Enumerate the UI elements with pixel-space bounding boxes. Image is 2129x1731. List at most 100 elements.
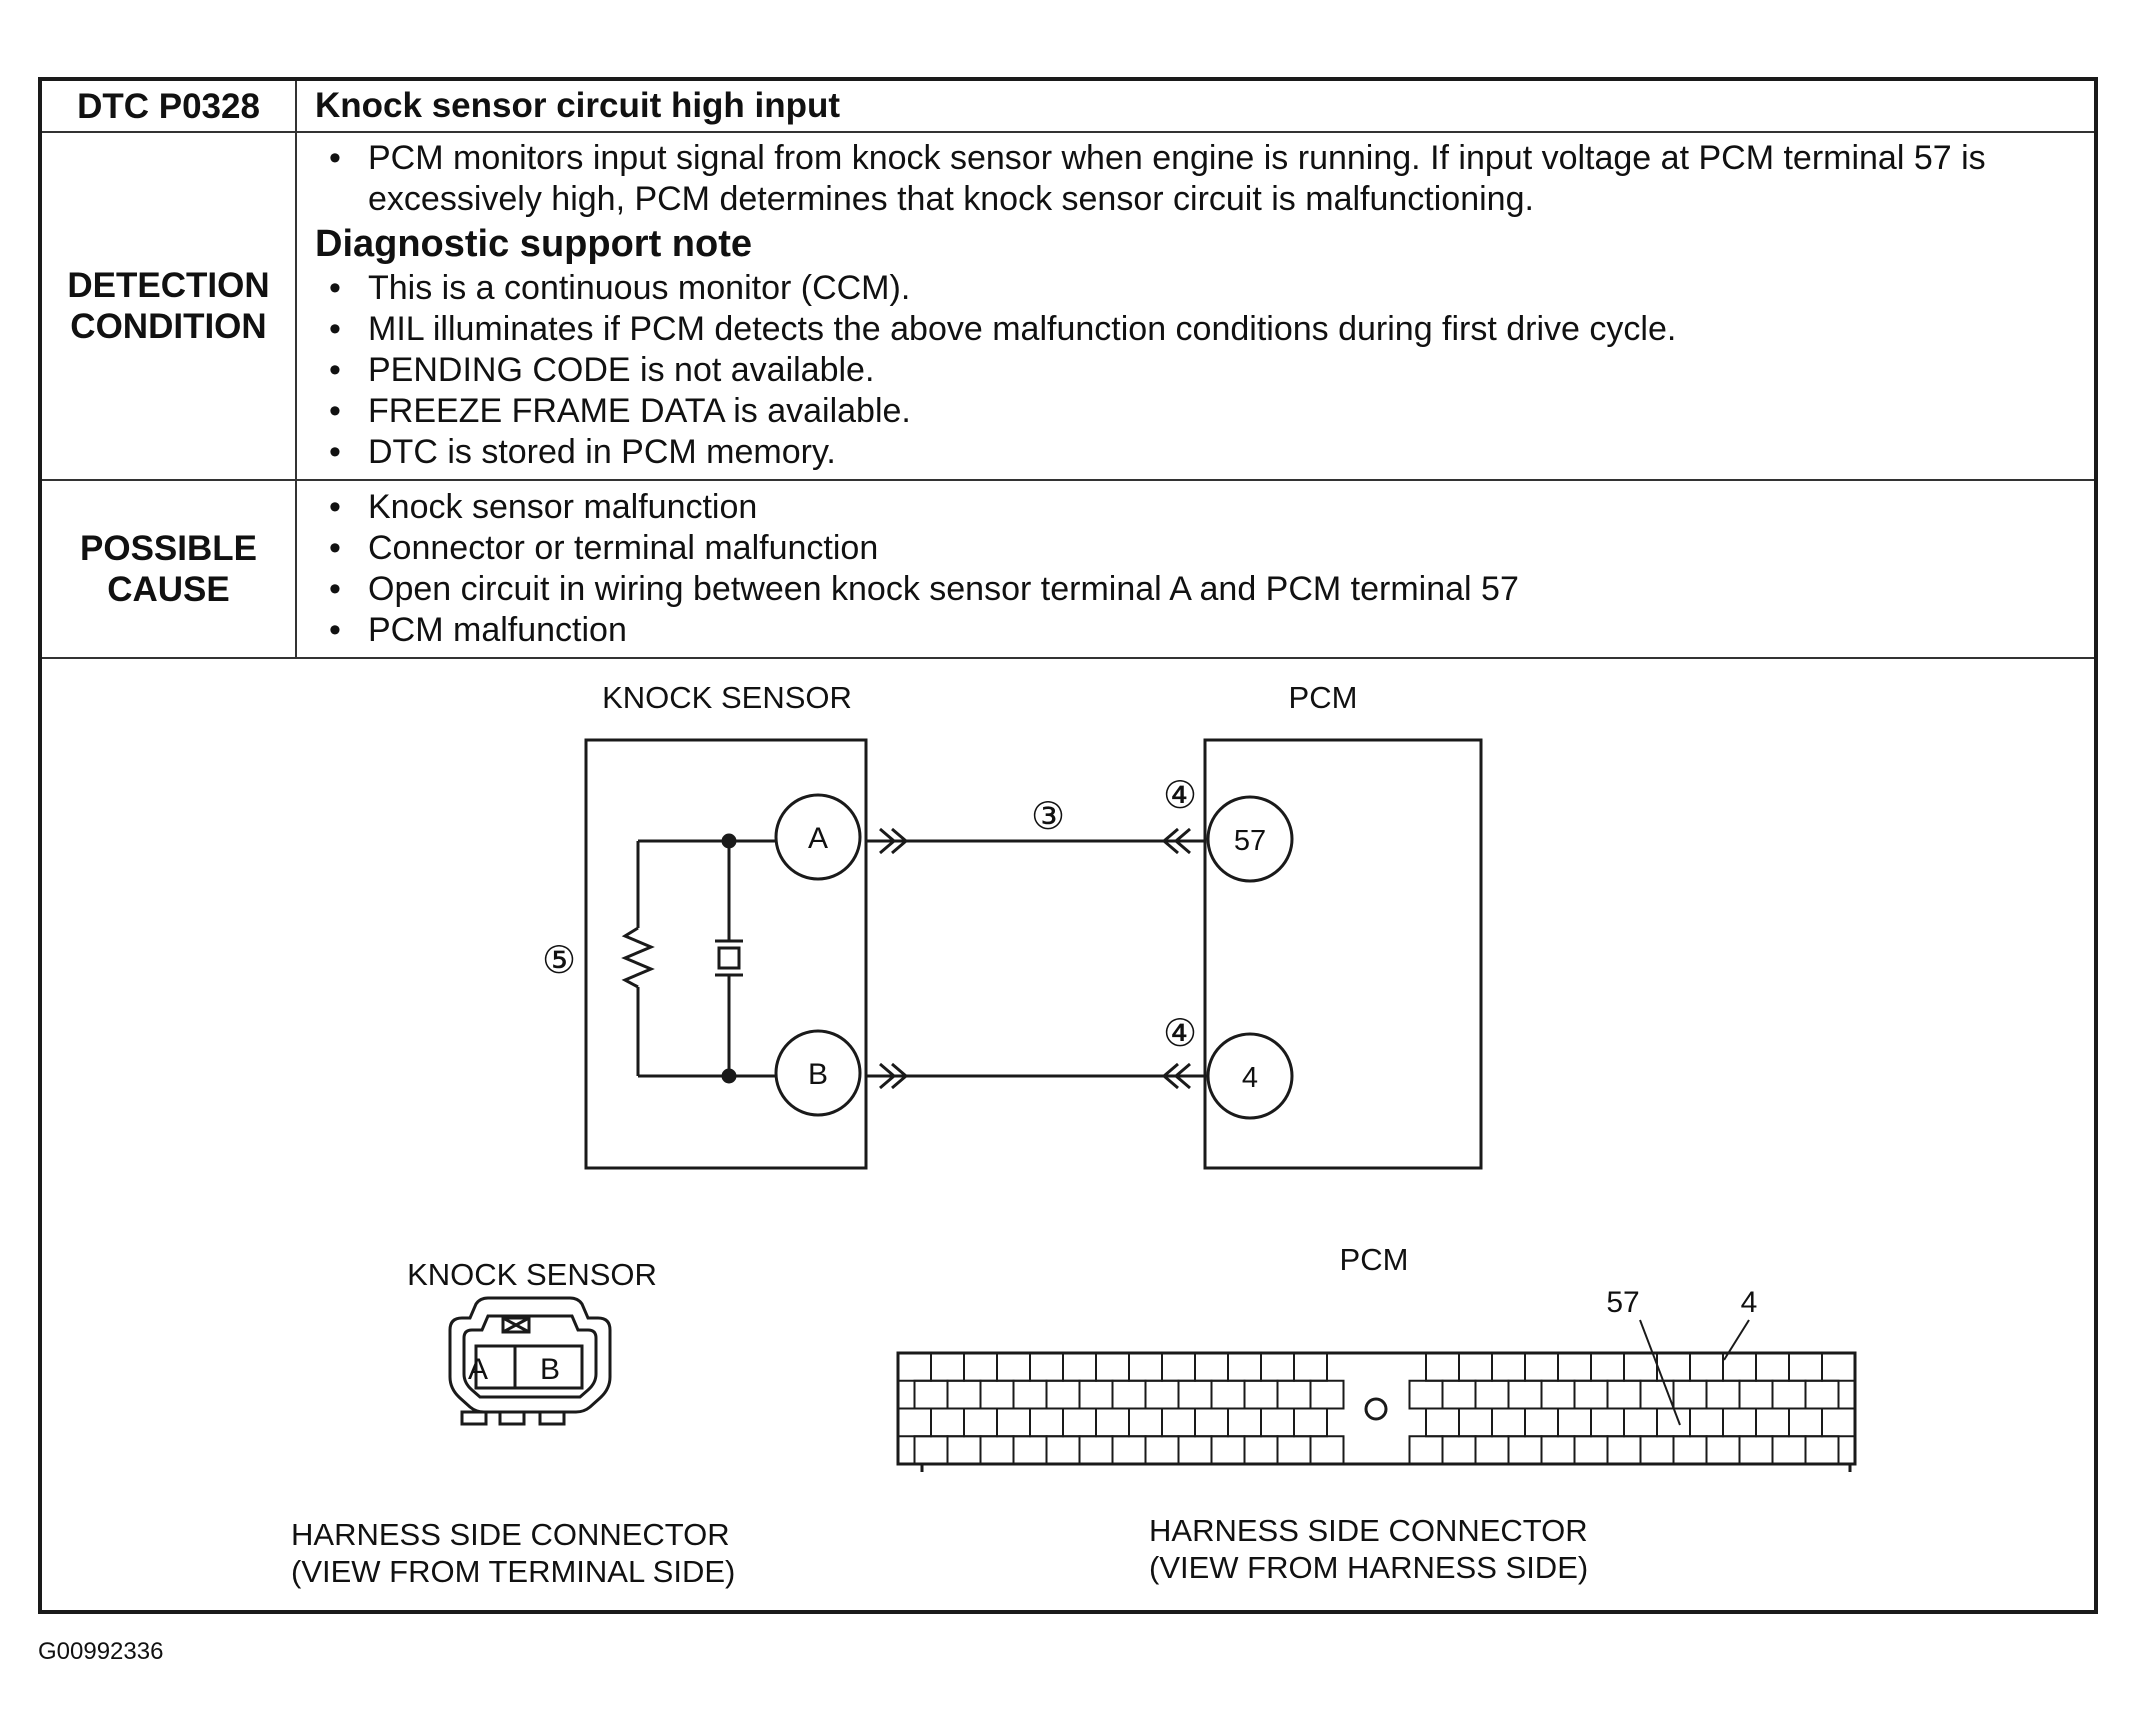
circuit-pcm-label: PCM	[1289, 680, 1358, 715]
pcm-cavity	[1474, 1435, 1510, 1465]
pcm-cavity	[1441, 1379, 1477, 1410]
diagnostic-support-note-heading: Diagnostic support note	[315, 223, 752, 265]
pcm-cavity	[1623, 1352, 1658, 1382]
pcm-cavity	[1078, 1435, 1114, 1465]
pcm-cavity	[1788, 1407, 1823, 1438]
sensor-connector-caption-line1: HARNESS SIDE CONNECTOR	[291, 1517, 730, 1552]
pcm-cavity	[1557, 1407, 1592, 1438]
sensor-connector-pin-a: A	[468, 1353, 488, 1386]
pcm-cavity	[930, 1352, 965, 1382]
sensor-terminal-b	[774, 1029, 862, 1117]
dtc-sheet: DTC P0328 Knock sensor circuit high inpu…	[38, 77, 2098, 1614]
pcm-cavity	[1623, 1407, 1658, 1438]
dtc-code: DTC P0328	[42, 81, 297, 133]
pcm-cavity	[1590, 1407, 1625, 1438]
pcm-cavity	[897, 1407, 932, 1438]
pcm-cavity	[1177, 1435, 1213, 1465]
pcm-cavity	[1161, 1352, 1196, 1382]
pcm-cavity	[1458, 1407, 1493, 1438]
pcm-cavity	[963, 1407, 998, 1438]
possible-cause-content: Knock sensor malfunction Connector or te…	[296, 480, 2094, 659]
pcm-cavity	[1276, 1379, 1312, 1410]
pcm-cavity	[1474, 1379, 1510, 1410]
cause-item: Knock sensor malfunction	[315, 487, 2084, 528]
diagnostic-support-note-list: This is a continuous monitor (CCM). MIL …	[315, 268, 2084, 473]
pcm-cavity	[1672, 1379, 1708, 1410]
callout-sensor-element: ⑤	[542, 940, 576, 982]
pcm-cavity	[1078, 1379, 1114, 1410]
pcm-cavity	[1210, 1435, 1246, 1465]
pcm-cavity	[1243, 1435, 1279, 1465]
dtc-header-row: DTC P0328 Knock sensor circuit high inpu…	[42, 81, 2094, 133]
detection-condition-content: PCM monitors input signal from knock sen…	[296, 132, 2094, 481]
dtc-title: Knock sensor circuit high input	[296, 81, 2094, 133]
note-item: FREEZE FRAME DATA is available.	[315, 391, 2084, 432]
possible-cause-row: POSSIBLE CAUSE Knock sensor malfunction …	[42, 480, 2094, 659]
pcm-cavity	[930, 1407, 965, 1438]
pcm-cavity	[1639, 1435, 1675, 1465]
pcm-terminal-57	[1206, 795, 1294, 883]
pcm-connector-caption-line1: HARNESS SIDE CONNECTOR	[1149, 1513, 1588, 1548]
pcm-cavity	[913, 1379, 949, 1410]
pcm-cavity	[1738, 1379, 1774, 1410]
pcm-cavity	[946, 1379, 982, 1410]
pcm-cavity	[1491, 1352, 1526, 1382]
pcm-cavity	[1524, 1352, 1559, 1382]
sensor-connector-pin-b: B	[540, 1353, 560, 1386]
pcm-cavity	[1590, 1352, 1625, 1382]
pcm-cavity	[1177, 1379, 1213, 1410]
pcm-cavity	[1260, 1352, 1295, 1382]
pcm-cavity	[1755, 1407, 1790, 1438]
callout-pcm-connector-4: ④	[1163, 1013, 1197, 1055]
pcm-cavity	[1293, 1352, 1328, 1382]
note-item: PENDING CODE is not available.	[315, 350, 2084, 391]
pcm-cavity	[1606, 1435, 1642, 1465]
pcm-cavity	[1128, 1407, 1163, 1438]
cause-item: Connector or terminal malfunction	[315, 528, 2084, 569]
figure-id: G00992336	[38, 1638, 164, 1665]
pcm-cavity	[1144, 1435, 1180, 1465]
pcm-cavity	[1111, 1435, 1147, 1465]
pcm-cavity	[1029, 1407, 1064, 1438]
pcm-cavity	[1095, 1352, 1130, 1382]
pcm-connector-title: PCM	[1340, 1242, 1409, 1277]
detection-condition-row: DETECTION CONDITION PCM monitors input s…	[42, 132, 2094, 481]
pcm-cavity	[1738, 1435, 1774, 1465]
detection-label-line2: CONDITION	[70, 307, 267, 346]
pcm-cavity	[979, 1435, 1015, 1465]
pcm-cavity	[1722, 1407, 1757, 1438]
pcm-cavity	[1821, 1352, 1856, 1382]
cause-item: PCM malfunction	[315, 610, 2084, 651]
pcm-cavity	[1062, 1352, 1097, 1382]
pcm-cavity	[1161, 1407, 1196, 1438]
pcm-cavity	[1062, 1407, 1097, 1438]
detection-condition-label: DETECTION CONDITION	[42, 132, 297, 481]
pcm-cavity	[1507, 1435, 1543, 1465]
sensor-internal-circuit	[621, 833, 775, 1084]
pcm-cavity	[1111, 1379, 1147, 1410]
note-item: MIL illuminates if PCM detects the above…	[315, 309, 2084, 350]
pcm-cavity	[1227, 1352, 1262, 1382]
pcm-cavity	[1276, 1435, 1312, 1465]
pcm-cavity	[1408, 1379, 1444, 1410]
pcm-cavity	[1755, 1352, 1790, 1382]
pcm-cavity	[913, 1435, 949, 1465]
dtc-table: DTC P0328 Knock sensor circuit high inpu…	[42, 81, 2094, 659]
pcm-cavity	[1788, 1352, 1823, 1382]
pcm-cavity	[1425, 1352, 1460, 1382]
pcm-cavity	[1408, 1435, 1444, 1465]
sensor-connector-title: KNOCK SENSOR	[407, 1257, 657, 1292]
pcm-cavity	[1458, 1352, 1493, 1382]
pcm-cavity	[1045, 1379, 1081, 1410]
pcm-cavity	[1689, 1407, 1724, 1438]
sensor-terminal-a-label: A	[808, 822, 828, 855]
pcm-cavity	[1194, 1352, 1229, 1382]
pcm-cavity	[1656, 1407, 1691, 1438]
pcm-cavity	[1540, 1435, 1576, 1465]
pcm-cavity	[1012, 1435, 1048, 1465]
knock-sensor-box	[584, 738, 868, 1170]
possible-cause-label: POSSIBLE CAUSE	[42, 480, 297, 659]
pcm-cavity	[1573, 1379, 1609, 1410]
pcm-terminal-4	[1206, 1032, 1294, 1120]
